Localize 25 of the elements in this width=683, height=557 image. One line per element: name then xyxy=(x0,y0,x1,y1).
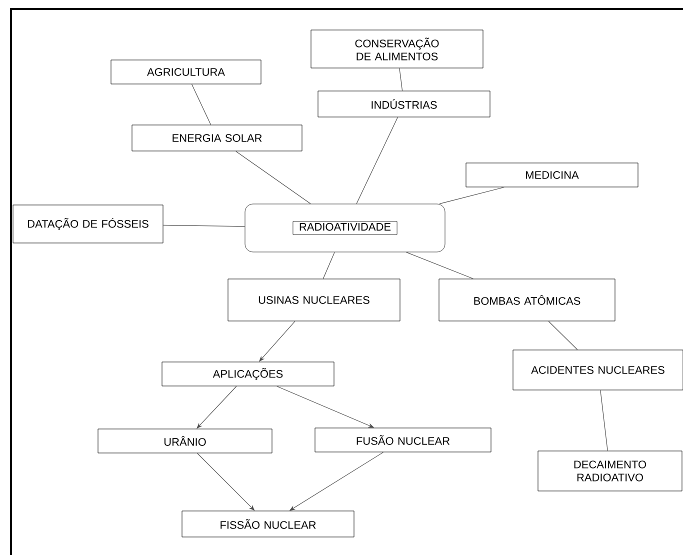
connector-line xyxy=(600,390,608,452)
concept-box: MEDICINA xyxy=(466,162,638,188)
connector-line xyxy=(191,84,212,126)
connector-line xyxy=(439,186,504,204)
concept-box: ACIDENTES NUCLEARES xyxy=(512,350,683,390)
concept-box: AGRICULTURA xyxy=(110,60,262,84)
central-box: RADIOATIVIDADE xyxy=(244,204,446,252)
connector-line xyxy=(399,68,403,92)
concept-box: URÂNIO xyxy=(98,428,272,454)
concept-box: USINAS NUCLEARES xyxy=(228,278,400,322)
concept-box: FUSÃO NUCLEAR xyxy=(314,428,492,452)
concept-box: CONSERVAÇÃO DE ALIMENTOS xyxy=(310,30,484,68)
connector-line xyxy=(548,320,578,350)
connector-line xyxy=(322,252,335,280)
connector-line xyxy=(406,252,474,280)
concept-box: FISSÃO NUCLEAR xyxy=(182,510,354,538)
concept-box: ENERGIA SOLAR xyxy=(132,124,302,152)
connector-line xyxy=(356,116,398,204)
concept-box: DATAÇÃO DE FÓSSEIS xyxy=(12,204,164,244)
connector-line xyxy=(236,150,311,204)
concept-box: BOMBAS ATÔMICAS xyxy=(438,278,616,322)
concept-box: INDÚSTRIAS xyxy=(318,90,490,118)
connector-line xyxy=(162,224,246,227)
concept-box: DECAIMENTO RADIOATIVO xyxy=(538,450,682,492)
concept-box: APLICAÇÕES xyxy=(162,362,334,386)
